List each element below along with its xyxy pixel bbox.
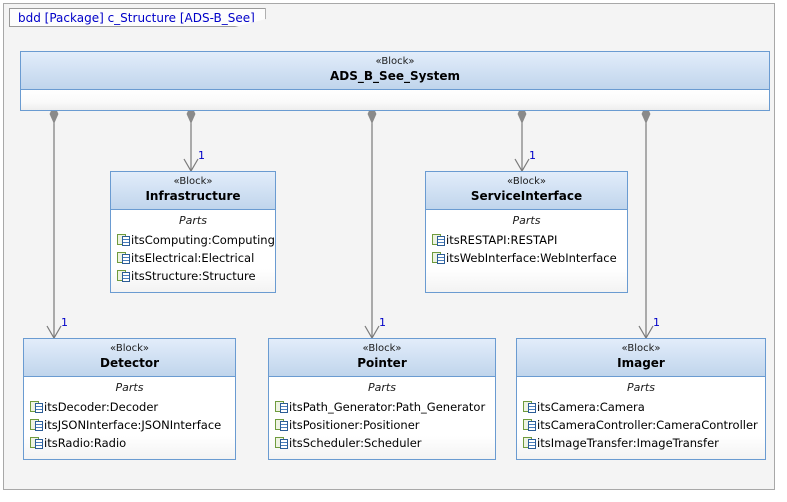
block-header: «Block» ServiceInterface <box>426 172 627 210</box>
multiplicity-detector: 1 <box>61 316 68 329</box>
part-label: itsScheduler:Scheduler <box>289 436 422 450</box>
block-stereotype: «Block» <box>173 176 213 187</box>
multiplicity-serviceinterface: 1 <box>529 149 536 162</box>
list-item[interactable]: itsCamera:Camera <box>517 398 765 416</box>
block-detector[interactable]: «Block» Detector Parts itsDecoder:Decode… <box>23 338 236 460</box>
block-header: «Block» Infrastructure <box>111 172 275 210</box>
block-header: «Block» Detector <box>24 339 235 377</box>
list-item[interactable]: itsCameraController:CameraController <box>517 416 765 434</box>
list-item[interactable]: itsComputing:Computing <box>111 231 275 249</box>
compartment-title-parts: Parts <box>179 214 207 227</box>
block-title: ServiceInterface <box>470 189 583 203</box>
block-title: Detector <box>100 356 159 370</box>
block-body: Parts itsCamera:Camera itsCameraControll… <box>517 377 765 459</box>
arrowhead-imager <box>638 325 654 340</box>
block-pointer[interactable]: «Block» Pointer Parts itsPath_Generator:… <box>268 338 496 460</box>
part-list: itsDecoder:Decoder itsJSONInterface:JSON… <box>24 398 235 452</box>
diagram-canvas[interactable]: bdd [Package] c_Structure [ADS-B_See] <box>3 3 775 490</box>
part-label: itsRESTAPI:RESTAPI <box>446 233 558 247</box>
block-stereotype: «Block» <box>506 176 547 187</box>
block-body: Parts itsRESTAPI:RESTAPI itsWebInterface… <box>426 210 627 292</box>
block-body: Parts itsComputing:Computing itsElectric… <box>111 210 275 292</box>
multiplicity-infrastructure: 1 <box>198 149 205 162</box>
part-label: itsCamera:Camera <box>537 400 645 414</box>
part-list: itsRESTAPI:RESTAPI itsWebInterface:WebIn… <box>426 231 627 267</box>
block-serviceinterface[interactable]: «Block» ServiceInterface Parts itsRESTAP… <box>425 171 628 293</box>
part-property-icon <box>432 252 445 264</box>
block-header: «Block» ADS_B_See_System <box>21 52 769 90</box>
block-title: ADS_B_See_System <box>330 69 460 83</box>
list-item[interactable]: itsDecoder:Decoder <box>24 398 235 416</box>
block-stereotype: «Block» <box>109 343 150 354</box>
list-item[interactable]: itsImageTransfer:ImageTransfer <box>517 434 765 452</box>
list-item[interactable]: itsWebInterface:WebInterface <box>426 249 627 267</box>
part-property-icon <box>523 401 536 413</box>
arrowhead-pointer <box>364 325 380 340</box>
part-label: itsComputing:Computing <box>131 233 275 247</box>
part-list: itsComputing:Computing itsElectrical:Ele… <box>111 231 275 285</box>
compartment-title-parts: Parts <box>512 214 541 227</box>
compartment-title-parts: Parts <box>627 381 655 394</box>
block-infrastructure[interactable]: «Block» Infrastructure Parts itsComputin… <box>110 171 276 293</box>
block-stereotype: «Block» <box>375 56 415 67</box>
block-title: Imager <box>617 356 665 370</box>
arrowhead-detector <box>46 325 62 340</box>
part-label: itsJSONInterface:JSONInterface <box>44 418 222 432</box>
diagram-frame-header-tab[interactable]: bdd [Package] c_Structure [ADS-B_See] <box>9 8 266 27</box>
compartment-title-parts: Parts <box>115 381 144 394</box>
block-body: Parts itsDecoder:Decoder itsJSONInterfac… <box>24 377 235 459</box>
part-label: itsPath_Generator:Path_Generator <box>289 400 486 414</box>
part-label: itsElectrical:Electrical <box>131 251 255 265</box>
part-label: itsCameraController:CameraController <box>537 418 758 432</box>
list-item[interactable]: itsElectrical:Electrical <box>111 249 275 267</box>
diagram-frame-label: bdd [Package] c_Structure [ADS-B_See] <box>18 10 255 25</box>
part-label: itsRadio:Radio <box>44 436 127 450</box>
part-property-icon <box>117 270 130 282</box>
part-label: itsStructure:Structure <box>131 269 256 283</box>
block-stereotype: «Block» <box>362 343 402 354</box>
part-property-icon <box>117 234 130 246</box>
block-title: Pointer <box>357 356 407 370</box>
part-property-icon <box>523 419 536 431</box>
list-item[interactable]: itsPositioner:Positioner <box>269 416 495 434</box>
arrowhead-serviceinterface <box>514 158 530 173</box>
part-property-icon <box>523 437 536 449</box>
block-imager[interactable]: «Block» Imager Parts itsCamera:Camera it… <box>516 338 766 460</box>
part-list: itsCamera:Camera itsCameraController:Cam… <box>517 398 765 452</box>
block-body: Parts itsPath_Generator:Path_Generator i… <box>269 377 495 459</box>
compartment-title-parts: Parts <box>368 381 396 394</box>
multiplicity-pointer: 1 <box>379 316 386 329</box>
list-item[interactable]: itsRadio:Radio <box>24 434 235 452</box>
part-label: itsImageTransfer:ImageTransfer <box>537 436 719 450</box>
block-header: «Block» Pointer <box>269 339 495 377</box>
part-label: itsDecoder:Decoder <box>44 400 159 414</box>
part-property-icon <box>30 401 43 413</box>
block-ads-b-see-system[interactable]: «Block» ADS_B_See_System <box>20 51 770 111</box>
block-body-empty <box>21 90 769 110</box>
part-property-icon <box>117 252 130 264</box>
arrowhead-infrastructure <box>183 158 199 173</box>
list-item[interactable]: itsScheduler:Scheduler <box>269 434 495 452</box>
list-item[interactable]: itsRESTAPI:RESTAPI <box>426 231 627 249</box>
part-property-icon <box>432 234 445 246</box>
part-property-icon <box>275 401 288 413</box>
part-label: itsWebInterface:WebInterface <box>446 251 617 265</box>
part-label: itsPositioner:Positioner <box>289 418 420 432</box>
list-item[interactable]: itsJSONInterface:JSONInterface <box>24 416 235 434</box>
part-property-icon <box>275 437 288 449</box>
part-list: itsPath_Generator:Path_Generator itsPosi… <box>269 398 495 452</box>
block-stereotype: «Block» <box>621 343 661 354</box>
block-title: Infrastructure <box>145 189 241 203</box>
part-property-icon <box>30 437 43 449</box>
list-item[interactable]: itsPath_Generator:Path_Generator <box>269 398 495 416</box>
part-property-icon <box>30 419 43 431</box>
block-header: «Block» Imager <box>517 339 765 377</box>
part-property-icon <box>275 419 288 431</box>
list-item[interactable]: itsStructure:Structure <box>111 267 275 285</box>
multiplicity-imager: 1 <box>653 316 660 329</box>
